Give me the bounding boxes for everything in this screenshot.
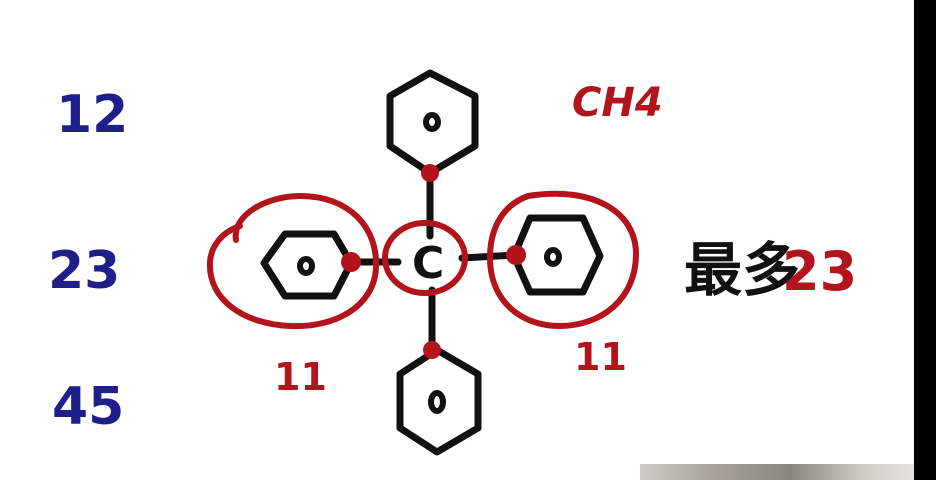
note-label-most: 最多 (684, 236, 800, 304)
benzene-ring-left (260, 230, 355, 300)
plane-circle-right (486, 190, 640, 330)
ring-center-left (297, 256, 315, 276)
number-label-3: 45 (52, 377, 124, 437)
formula-ch4: CH4 (572, 80, 663, 126)
carbon-atom-label: C (412, 238, 444, 289)
number-label-2: 23 (48, 241, 120, 301)
attach-dot-bottom (423, 341, 441, 359)
benzene-ring-bottom (396, 346, 482, 456)
video-thumbnail (640, 464, 914, 480)
plane-circle-center (382, 220, 468, 296)
attach-dot-top (421, 164, 439, 182)
screen-edge-bar (914, 0, 936, 480)
attach-dot-right (506, 245, 526, 265)
ring-center-bottom (428, 390, 446, 414)
note-value: 23 (782, 240, 857, 303)
ring-center-top (423, 112, 441, 132)
attachment-dots (341, 164, 526, 359)
count-label-right: 11 (574, 335, 627, 379)
benzene-ring-top (386, 69, 479, 177)
plane-circle-left (206, 192, 380, 330)
plane-circles (206, 190, 640, 330)
count-label-left: 11 (274, 355, 327, 399)
number-label-1: 12 (56, 85, 128, 145)
ring-centers (297, 112, 562, 414)
attach-dot-left (341, 252, 361, 272)
ring-center-right (544, 247, 562, 267)
